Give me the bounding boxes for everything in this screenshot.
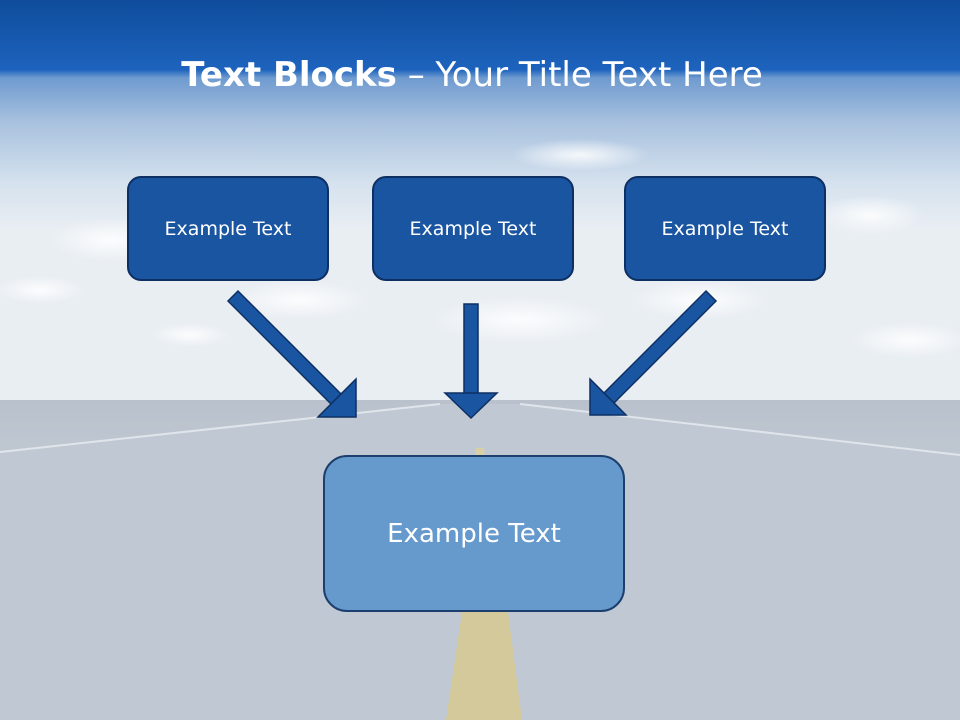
- text-block-1-label: Example Text: [164, 217, 292, 240]
- text-block-3-label: Example Text: [661, 217, 789, 240]
- center-text-block: Example Text: [323, 455, 625, 612]
- left-arrow: [226, 289, 357, 418]
- text-block-2: Example Text: [372, 176, 574, 281]
- text-block-2-label: Example Text: [409, 217, 537, 240]
- text-block-3: Example Text: [624, 176, 826, 281]
- title-rest: – Your Title Text Here: [396, 55, 763, 95]
- center-arrow: [443, 303, 499, 420]
- title-bold: Text Blocks: [181, 55, 397, 95]
- center-text-block-label: Example Text: [387, 518, 561, 549]
- text-block-1: Example Text: [127, 176, 329, 281]
- slide-title: Text Blocks – Your Title Text Here: [0, 50, 944, 100]
- right-arrow: [589, 289, 718, 416]
